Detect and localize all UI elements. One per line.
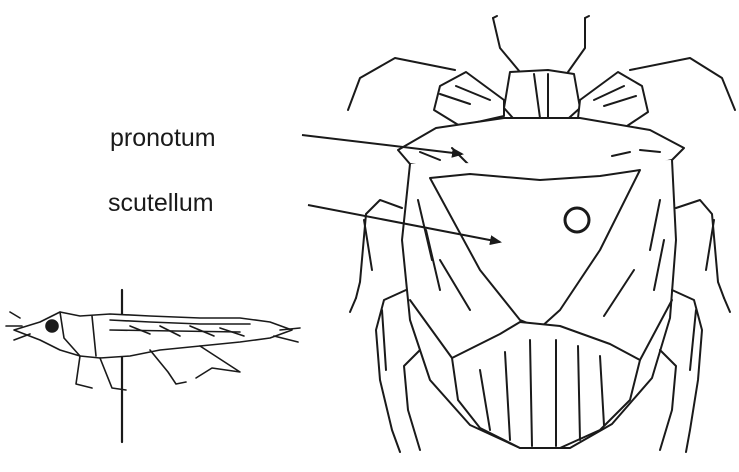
grasshopper-illustration xyxy=(6,290,300,442)
compound-eye-left xyxy=(434,72,504,126)
pronotum-label: pronotum xyxy=(110,126,216,151)
stink-bug-illustration xyxy=(348,16,735,452)
scutellum-label: scutellum xyxy=(108,191,214,216)
